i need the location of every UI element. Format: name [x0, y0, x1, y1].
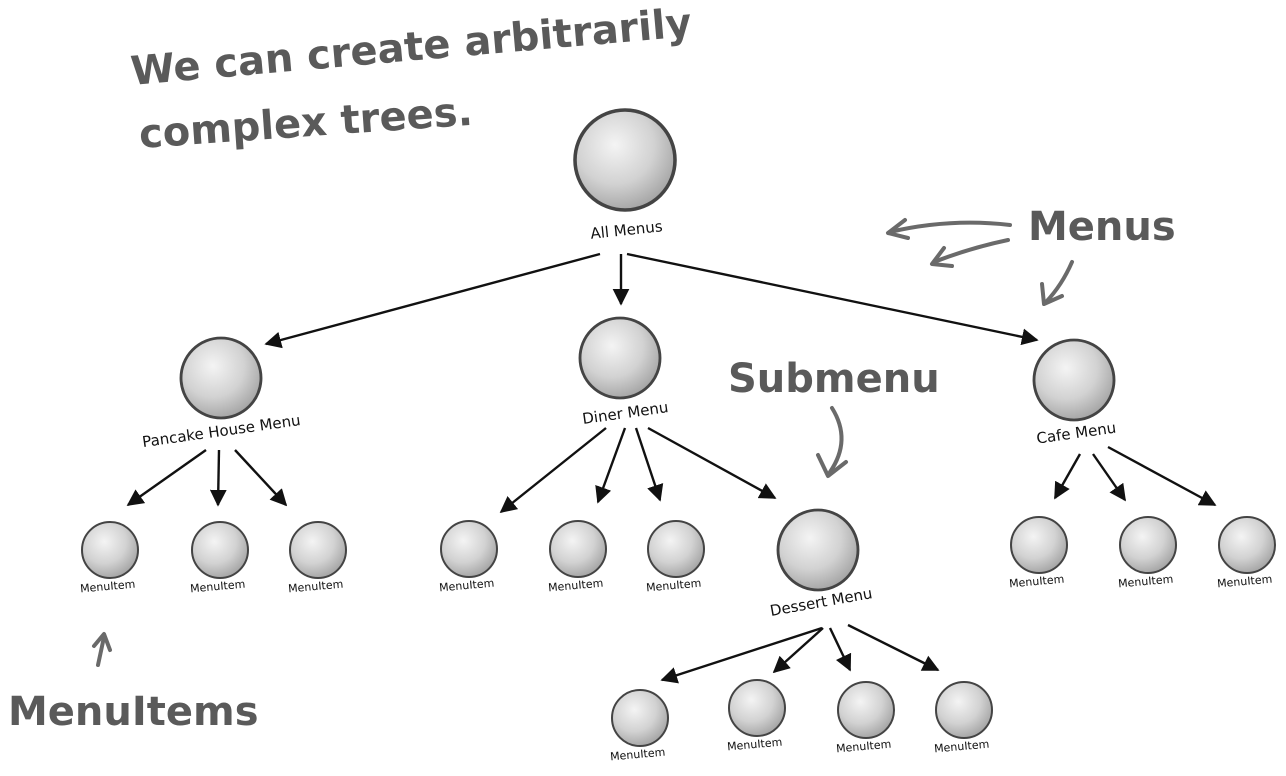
edge-cafe-to-item-1 [1092, 453, 1126, 502]
submenu-node-dessert: Dessert Menu [769, 508, 874, 620]
menuitem-node-cafe-2-circle [1218, 516, 1276, 574]
menuitem-node-cafe-1-label: MenuItem [1118, 573, 1174, 591]
edge-submenu-to-item-1 [772, 627, 824, 674]
edge-pancake-to-item-2 [234, 449, 288, 507]
submenu-item-node-2: MenuItem [836, 681, 895, 756]
menuitem-node-cafe-0: MenuItem [1009, 516, 1068, 591]
submenu-pointer-arrow-head [816, 453, 848, 478]
edge-submenu-to-item-2 [828, 627, 852, 672]
edge-submenu-to-item-3 [847, 623, 940, 672]
submenu-item-node-1: MenuItem [727, 679, 786, 754]
menu-node-diner-label: Diner Menu [581, 398, 669, 428]
menus-pointer-arrow-1 [888, 220, 1012, 234]
menus-annotation: Menus [886, 204, 1176, 306]
edge-cafe-to-item-0 [1053, 453, 1082, 500]
root-node-circle [573, 108, 677, 212]
menus-pointer-arrow-2 [932, 238, 1010, 264]
menuitems-pointer-arrow [96, 635, 106, 667]
menuitem-node-pancake-2-label: MenuItem [288, 578, 344, 596]
submenu-pointer-arrow [828, 406, 844, 474]
menuitem-node-diner-0-circle [440, 520, 498, 578]
menuitem-node-cafe-2-label: MenuItem [1217, 573, 1273, 591]
menus-pointer-arrow-3-head [1040, 282, 1064, 306]
edge-cafe-to-item-2 [1107, 445, 1217, 507]
menu-node-diner: Diner Menu [578, 316, 669, 428]
menuitem-node-diner-1: MenuItem [548, 520, 607, 595]
menuitem-node-pancake-2-circle [289, 521, 347, 579]
menu-node-cafe: Cafe Menu [1032, 338, 1117, 448]
menuitem-node-diner-1-circle [549, 520, 607, 578]
submenu-item-node-3: MenuItem [934, 681, 993, 756]
menuitem-node-pancake-0-circle [81, 521, 139, 579]
submenu-item-node-0-label: MenuItem [610, 746, 666, 764]
menuitem-node-diner-0-label: MenuItem [439, 577, 495, 595]
menuitem-node-diner-1-label: MenuItem [548, 577, 604, 595]
menuitem-node-pancake-0-label: MenuItem [80, 578, 136, 596]
menu-node-cafe-circle [1032, 338, 1116, 422]
menuitem-node-pancake-0: MenuItem [80, 521, 139, 596]
submenu-item-node-3-label: MenuItem [934, 738, 990, 756]
submenu-annotation: Submenu [728, 356, 940, 478]
submenu-label: Submenu [728, 356, 940, 402]
menuitem-node-diner-2-circle [647, 520, 705, 578]
menuitem-node-pancake-1-label: MenuItem [190, 578, 246, 596]
edge-diner-to-item-2 [634, 427, 664, 502]
menuitem-node-cafe-0-label: MenuItem [1009, 573, 1065, 591]
menuitems-label: MenuItems [8, 689, 259, 735]
menuitems-pointer-arrow-head [92, 632, 112, 652]
menuitem-node-pancake-1-circle [191, 521, 249, 579]
tree-edges [126, 252, 1217, 684]
menuitem-node-cafe-0-circle [1010, 516, 1068, 574]
menuitem-node-diner-2-label: MenuItem [646, 577, 702, 595]
menu-node-pancake: Pancake House Menu [141, 336, 302, 451]
submenu-item-node-2-label: MenuItem [836, 738, 892, 756]
menuitem-node-cafe-2: MenuItem [1217, 516, 1276, 591]
edge-root-to-pancake [264, 252, 601, 349]
root-node: All Menus [573, 108, 677, 243]
edge-diner-to-submenu [647, 426, 777, 500]
edge-pancake-to-item-0 [126, 449, 207, 506]
menuitem-node-diner-0: MenuItem [439, 520, 498, 595]
submenu-item-node-3-circle [935, 681, 993, 739]
menuitem-node-cafe-1: MenuItem [1118, 516, 1177, 591]
submenu-item-node-0: MenuItem [610, 689, 669, 764]
menuitems-annotation: MenuItems [8, 632, 259, 735]
menus-pointer-arrow-1-head [886, 218, 910, 240]
menu-node-diner-circle [578, 316, 662, 400]
title-line-1: We can create arbitrarily [129, 0, 694, 95]
edge-submenu-to-item-0 [660, 626, 823, 684]
menuitem-node-cafe-1-circle [1119, 516, 1177, 574]
edge-root-to-cafe [626, 252, 1039, 346]
submenu-item-node-2-circle [837, 681, 895, 739]
submenu-item-node-0-circle [611, 689, 669, 747]
edge-diner-to-item-0 [499, 427, 607, 514]
menu-node-cafe-label: Cafe Menu [1035, 419, 1117, 448]
submenu-item-node-1-label: MenuItem [727, 736, 783, 754]
menuitem-node-pancake-2: MenuItem [288, 521, 347, 596]
edge-diner-to-item-1 [595, 427, 627, 504]
title-line-2: complex trees. [137, 89, 474, 158]
menu-node-pancake-circle [179, 336, 263, 420]
edge-pancake-to-item-1 [209, 449, 227, 507]
submenu-item-node-1-circle [728, 679, 786, 737]
menus-pointer-arrow-2-head [930, 246, 954, 268]
submenu-node-dessert-circle [776, 508, 860, 592]
menuitem-node-pancake-1: MenuItem [190, 521, 249, 596]
menus-label: Menus [1028, 204, 1176, 250]
root-node-label: All Menus [590, 217, 664, 242]
menuitem-node-diner-2: MenuItem [646, 520, 705, 595]
menus-pointer-arrow-3 [1044, 260, 1074, 304]
